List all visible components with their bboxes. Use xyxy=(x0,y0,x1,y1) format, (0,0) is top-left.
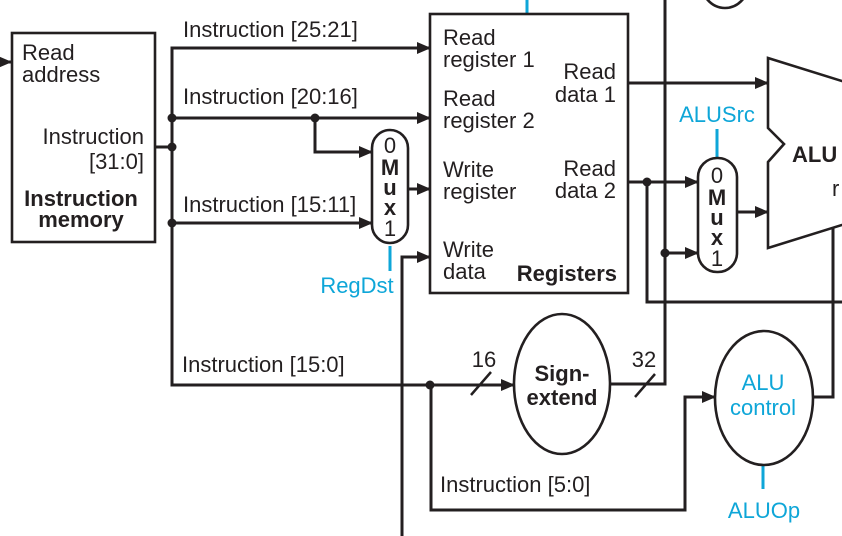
wire-sign-extend-output xyxy=(610,0,667,386)
sign-extend-oval xyxy=(512,312,612,456)
junction-dot xyxy=(310,113,320,123)
mux-alusrc-x: x xyxy=(711,225,724,250)
alu-result-label-clipped: r xyxy=(832,176,839,201)
wire-instruction-25-21 xyxy=(170,42,431,385)
mux-alusrc xyxy=(696,156,739,274)
alu-control-oval xyxy=(713,329,815,467)
junction-dot xyxy=(167,142,177,152)
mux-regdst-1: 1 xyxy=(384,216,396,241)
read-register-2-label-2: register 2 xyxy=(443,108,535,133)
read-address-label-1: Read xyxy=(22,40,75,65)
write-register-label-1: Write xyxy=(443,157,494,182)
junction-dot xyxy=(660,248,670,258)
instr-20-16-label: Instruction [20:16] xyxy=(183,84,358,109)
write-data-label-1: Write xyxy=(443,237,494,262)
wire-writeback-to-write-data xyxy=(400,251,431,536)
read-data-2-label-2: data 2 xyxy=(555,178,616,203)
mux-regdst-M: M xyxy=(381,155,399,180)
write-register-label-2: register xyxy=(443,179,516,204)
junction-dot xyxy=(167,113,177,123)
write-data-label-2: data xyxy=(443,259,487,284)
read-register-1-label-2: register 1 xyxy=(443,47,535,72)
junction-dot xyxy=(425,380,435,390)
width-16-slash xyxy=(470,371,492,396)
regdst-signal-label: RegDst xyxy=(320,273,393,298)
alusrc-signal-label: ALUSrc xyxy=(679,102,755,127)
read-register-2-label-1: Read xyxy=(443,86,496,111)
mux-alusrc-0: 0 xyxy=(711,163,723,188)
aluop-signal-label: ALUOp xyxy=(728,498,800,523)
wire-alu-control-to-alu xyxy=(813,223,835,399)
read-address-label-2: address xyxy=(22,62,100,87)
width-32-slash xyxy=(634,373,656,398)
alu-control-name-1: ALU xyxy=(742,370,785,395)
control-oval-arc xyxy=(706,0,744,10)
sign-extend-name-1: Sign- xyxy=(535,361,590,386)
instr-5-0-label: Instruction [5:0] xyxy=(440,472,590,497)
junction-dot xyxy=(642,177,652,187)
alu-name: ALU xyxy=(792,142,837,167)
wire-20-16-to-mux xyxy=(313,118,373,158)
instruction-memory-name-2: memory xyxy=(38,207,124,232)
instr-15-0-label: Instruction [15:0] xyxy=(182,352,345,377)
alu-shape xyxy=(766,56,842,250)
width-32-label: 32 xyxy=(632,347,656,372)
read-register-1-label-1: Read xyxy=(443,25,496,50)
mux-regdst-0: 0 xyxy=(384,133,396,158)
instruction-31-0-label-2: [31:0] xyxy=(89,149,144,174)
read-data-1-label-2: data 1 xyxy=(555,82,616,107)
junction-dot xyxy=(167,218,177,228)
alu-control-name-2: control xyxy=(730,395,796,420)
mux-regdst-x: x xyxy=(384,195,397,220)
mux-alusrc-1: 1 xyxy=(711,246,723,271)
sign-extend-name-2: extend xyxy=(527,385,598,410)
mux-regdst-u: u xyxy=(383,175,396,200)
mux-regdst xyxy=(370,128,410,245)
read-data-1-label-1: Read xyxy=(563,59,616,84)
wire-read-data-2-to-memory xyxy=(645,182,842,304)
mux-alusrc-u: u xyxy=(710,205,723,230)
mux-alusrc-M: M xyxy=(708,185,726,210)
registers-box xyxy=(428,12,630,295)
wire-instruction-5-0 xyxy=(429,385,716,512)
instr-15-11-label: Instruction [15:11] xyxy=(183,192,356,217)
instruction-31-0-label-1: Instruction xyxy=(43,124,145,149)
instruction-memory-box xyxy=(10,31,157,244)
width-16-label: 16 xyxy=(472,347,496,372)
instruction-memory-name-1: Instruction xyxy=(24,186,138,211)
registers-name: Registers xyxy=(517,261,617,286)
instr-25-21-label: Instruction [25:21] xyxy=(183,17,358,42)
read-data-2-label-1: Read xyxy=(563,156,616,181)
